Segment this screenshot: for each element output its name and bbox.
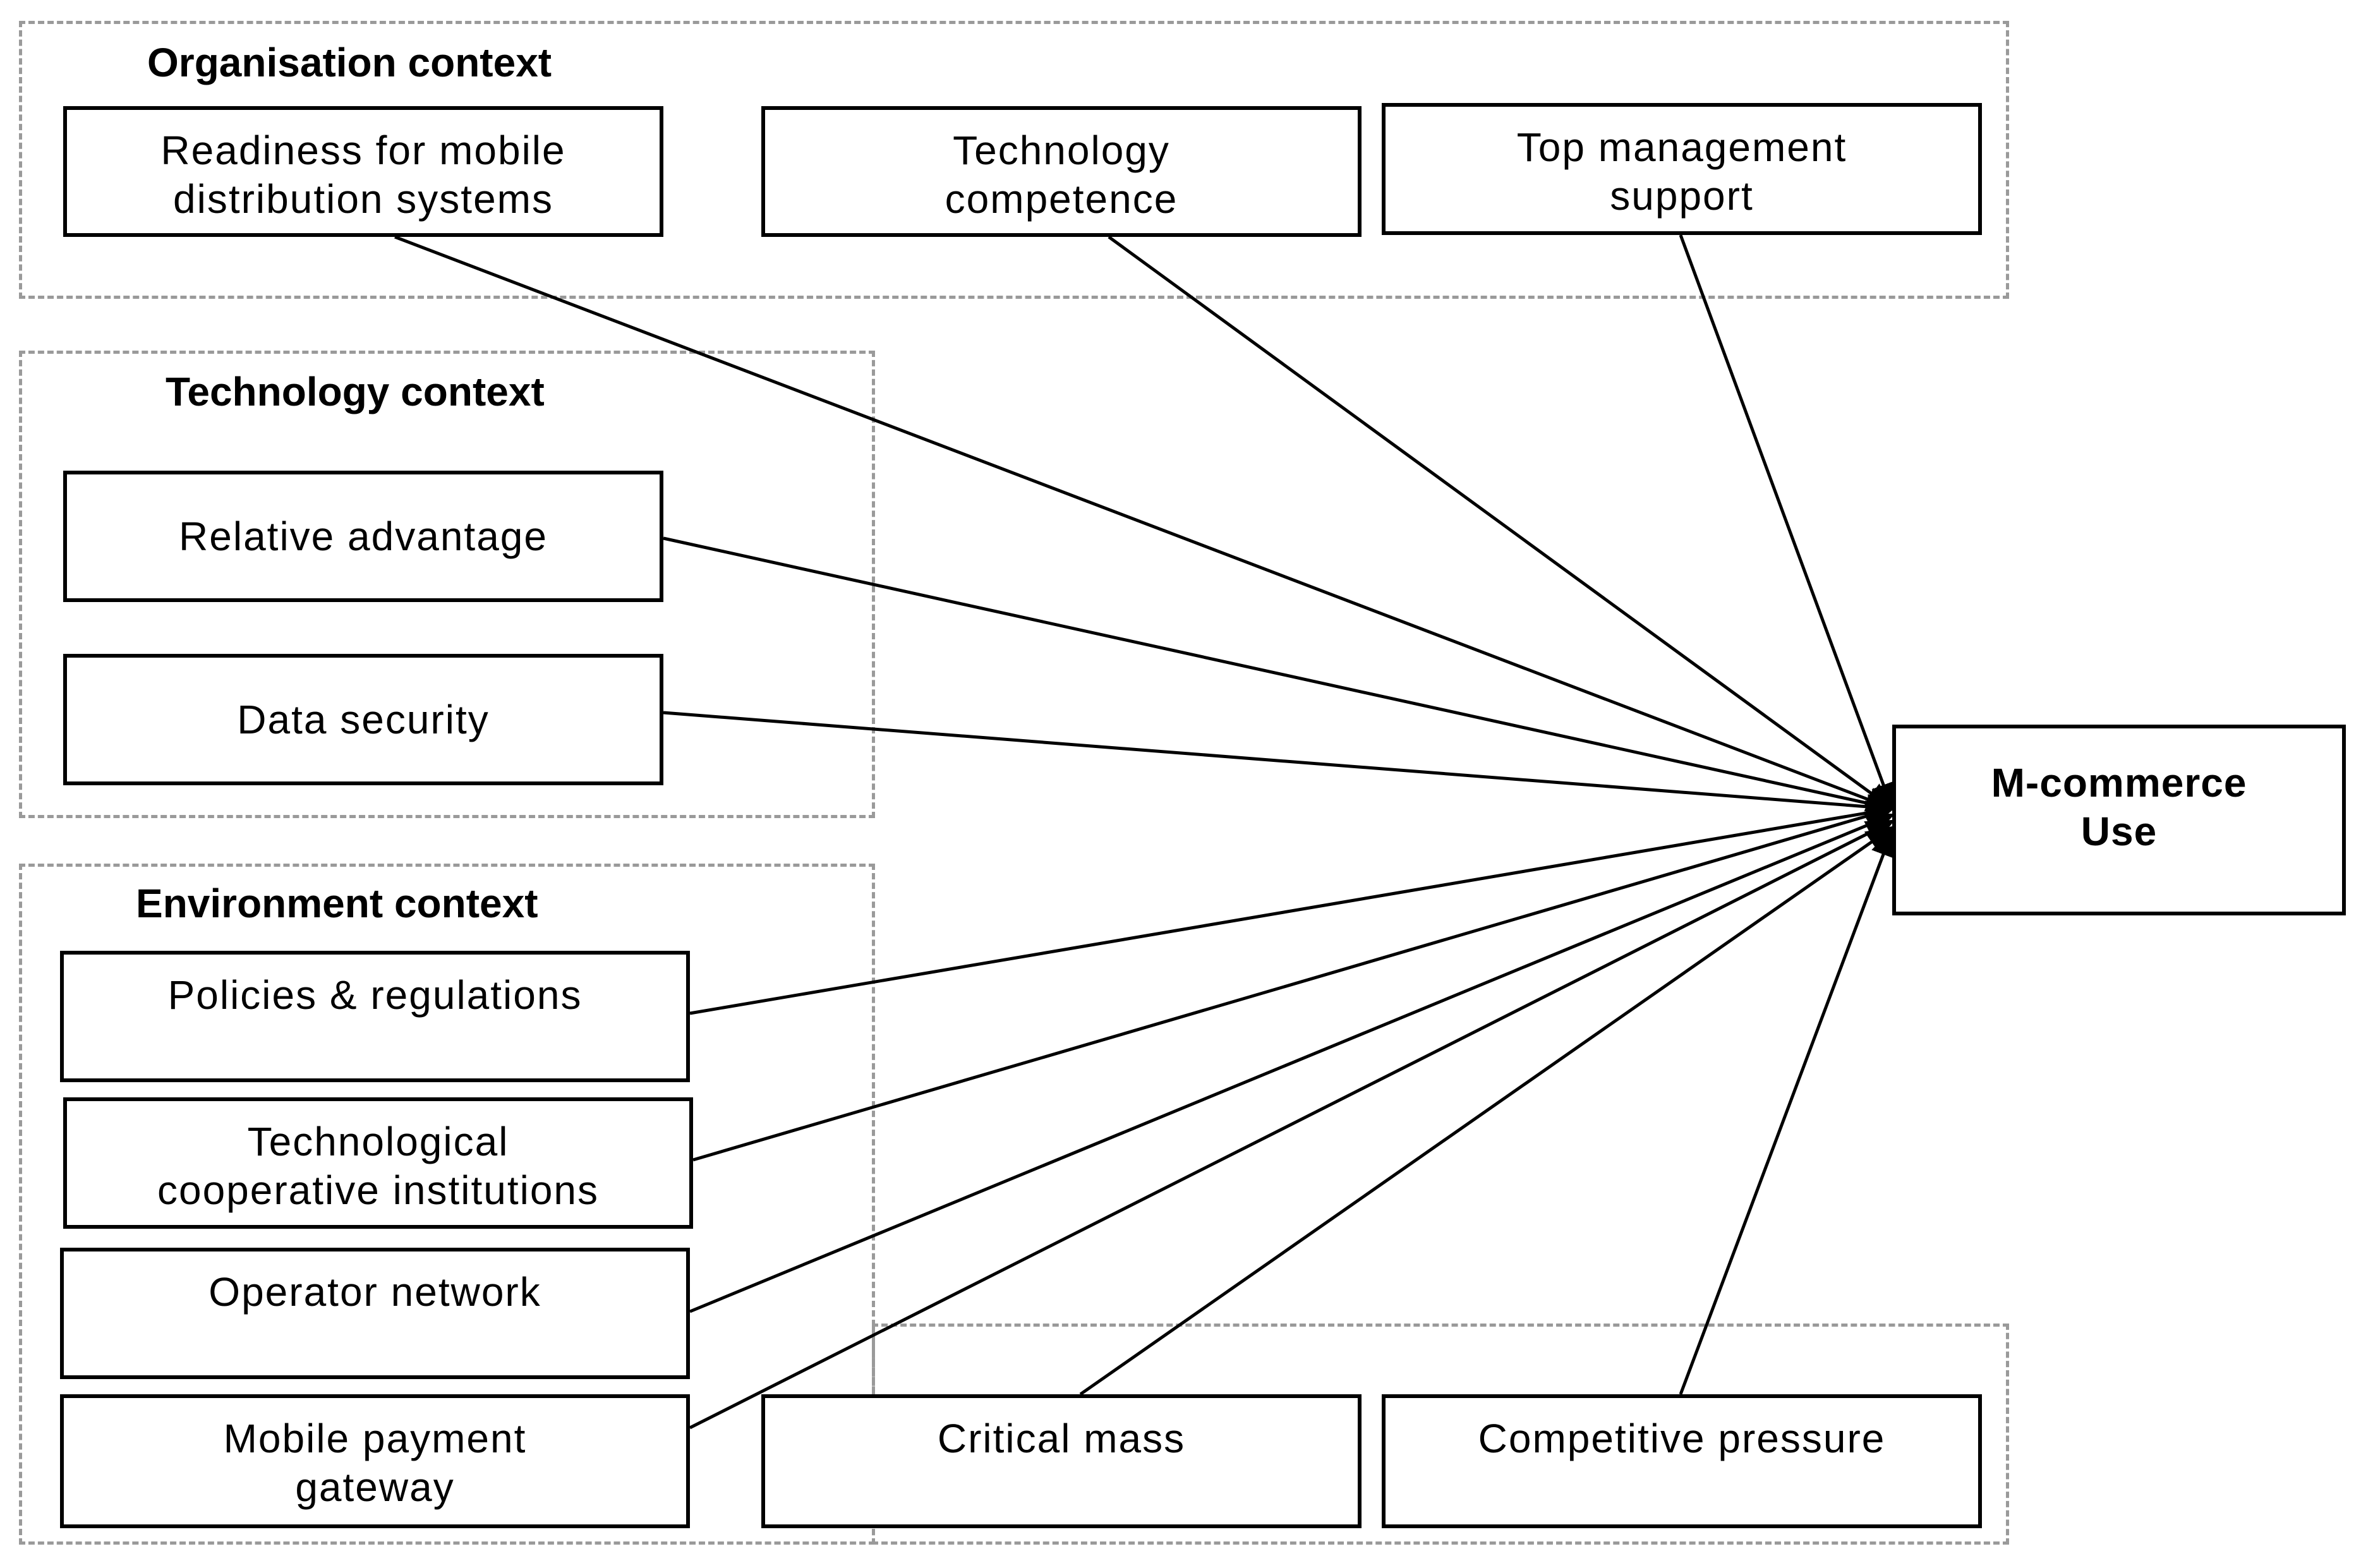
environment-context-label: Environment context <box>136 881 538 926</box>
critical-mass-node: Critical mass <box>761 1394 1362 1528</box>
organisation-context-label: Organisation context <box>147 40 552 85</box>
arrow-data-security-to-use <box>663 711 1895 819</box>
arrow-policies-to-use <box>689 800 1895 1015</box>
data-security-node: Data security <box>63 654 663 785</box>
arrow-readiness-to-use <box>394 235 1895 812</box>
arrow-top-mgmt-to-use <box>1679 234 1895 812</box>
environment-context-group <box>19 864 875 1545</box>
arrow-operator-to-use <box>689 812 1895 1313</box>
arrow-competitive-to-use <box>1679 828 1895 1395</box>
operator-network-node: Operator network <box>60 1248 690 1379</box>
relative-advantage-node: Relative advantage <box>63 471 663 602</box>
competitive-pressure-node: Competitive pressure <box>1382 1394 1982 1528</box>
arrow-tech-competence-to-use <box>1108 235 1895 811</box>
arrow-tech-coop-to-use <box>692 804 1895 1162</box>
arrow-payment-to-use <box>689 819 1895 1430</box>
arrow-relative-advantage-to-use <box>663 536 1895 816</box>
arrow-critical-mass-to-use <box>1079 826 1895 1396</box>
technology-context-label: Technology context <box>166 369 545 414</box>
organisation-context-group <box>19 21 2009 299</box>
policies-regulations-node: Policies & regulations <box>60 951 690 1082</box>
